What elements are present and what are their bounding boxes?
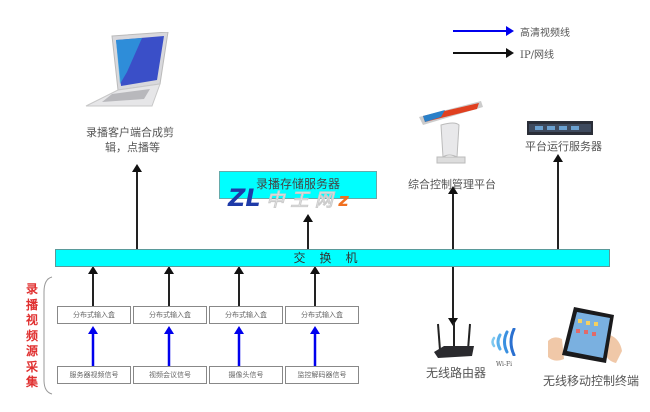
platform-server-label: 平台运行服务器 xyxy=(525,140,602,153)
encoder-box: 分布式输入盒 xyxy=(285,306,359,324)
wifi-icon xyxy=(491,328,516,356)
group-bracket xyxy=(43,276,53,395)
tablet-label: 无线移动控制终端 xyxy=(543,374,640,388)
group-title-char: 集 xyxy=(25,375,38,389)
group-title-char: 频 xyxy=(25,328,38,343)
encoder-box: 分布式输入盒 xyxy=(209,306,283,324)
encoder-box: 分布式输入盒 xyxy=(133,306,207,324)
laptop-label-line2: 辑，点播等 xyxy=(105,141,160,154)
watermark-text: 中 王 网 xyxy=(266,190,333,211)
storage-server-label: 录播存储服务器 xyxy=(255,177,340,191)
source-box: 视频会议信号 xyxy=(133,366,207,384)
tablet-icon xyxy=(548,307,622,363)
laptop-icon xyxy=(85,32,169,107)
source-box: 服务器视频信号 xyxy=(57,366,131,384)
router-icon xyxy=(434,322,474,358)
group-title-char: 录 xyxy=(25,282,38,296)
wifi-label: Wi-Fi xyxy=(496,361,513,368)
group-title-char: 视 xyxy=(25,313,38,327)
network-switch: 交换机 xyxy=(55,249,610,267)
collection-group-title: 录 播 视 频 源 采 集 xyxy=(25,282,39,391)
watermark: ZL 中 王 网 z xyxy=(228,184,349,212)
legend-ip-label: IP/网线 xyxy=(520,50,555,61)
touch-kiosk-icon xyxy=(419,101,483,164)
group-title-char: 播 xyxy=(25,297,38,312)
kiosk-label: 综合控制管理平台 xyxy=(408,178,496,191)
storage-server-box: 录播存储服务器 xyxy=(219,171,377,199)
legend-hd-label: 高清视频线 xyxy=(520,28,570,39)
switch-label: 交换机 xyxy=(293,251,372,265)
watermark-logo: ZL xyxy=(228,184,261,212)
encoder-box: 分布式输入盒 xyxy=(57,306,131,324)
router-label: 无线路由器 xyxy=(426,366,487,380)
group-title-char: 采 xyxy=(25,359,38,374)
source-box: 摄像头信号 xyxy=(209,366,283,384)
source-box: 监控解码器信号 xyxy=(285,366,359,384)
group-title-char: 源 xyxy=(25,344,38,358)
rack-server-icon xyxy=(527,121,593,135)
laptop-label-line1: 录播客户端合成剪 xyxy=(86,126,174,139)
watermark-accent: z xyxy=(338,190,349,211)
